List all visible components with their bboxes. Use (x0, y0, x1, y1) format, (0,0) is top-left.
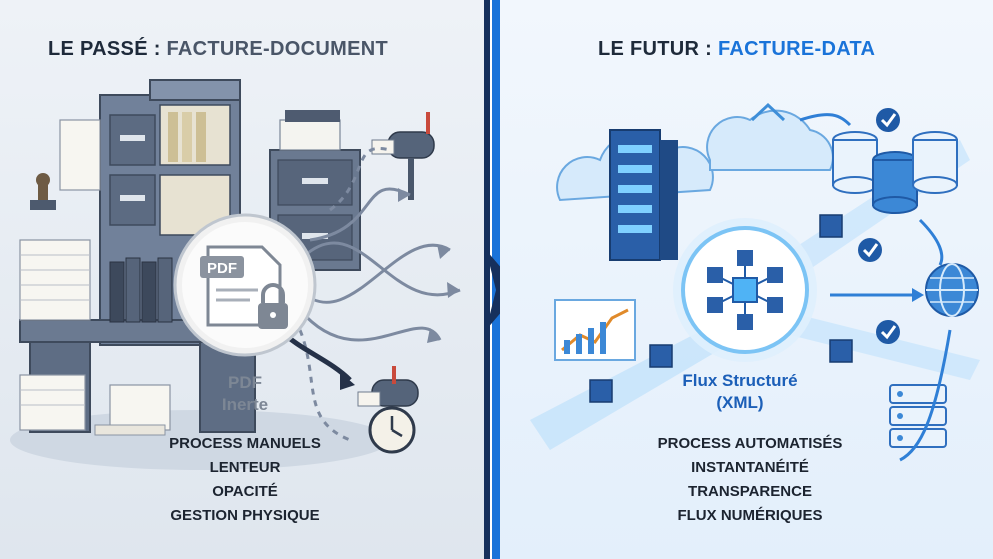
future-title-prefix: LE FUTUR : (598, 38, 718, 60)
list-item: TRANSPARENCE (688, 483, 812, 500)
data-cubes-icon (589, 214, 853, 403)
server-tower-icon (609, 129, 678, 261)
future-title-highlight: FACTURE-DATA (717, 38, 876, 60)
past-characteristics-list: PROCESS MANUELS LENTEUR OPACITÉ GESTION … (150, 432, 340, 528)
xml-node-icon (673, 218, 817, 362)
database-icon (832, 131, 958, 214)
list-item: OPACITÉ (212, 483, 278, 500)
past-title-prefix: LE PASSÉ : (48, 38, 167, 60)
list-item: PROCESS AUTOMATISÉS (657, 435, 843, 452)
past-panel: PDF LE PASSÉ : FACTURE-DOCUMENT PDF Iner… (0, 0, 490, 559)
pdf-caption: PDF Inerte (205, 372, 285, 416)
clock-icon (368, 406, 416, 454)
pdf-icon-label: PDF (207, 260, 237, 277)
stamp-icon (30, 173, 56, 210)
future-illustration (530, 102, 980, 462)
past-illustration: PDF (10, 79, 461, 470)
mailbox-top-icon (371, 112, 435, 200)
pdf-caption-line2: Inerte (221, 395, 269, 414)
past-title: LE PASSÉ : FACTURE-DOCUMENT (48, 38, 388, 61)
list-item: INSTANTANÉITÉ (691, 459, 809, 476)
list-item: GESTION PHYSIQUE (170, 507, 320, 524)
globe-icon (925, 263, 979, 317)
flow-arrows-icon (799, 113, 952, 462)
list-item: FLUX NUMÉRIQUES (677, 507, 823, 524)
paper-stacks-icon (19, 119, 171, 436)
analytics-chart-icon (554, 299, 636, 361)
future-title: LE FUTUR : FACTURE-DATA (598, 38, 875, 61)
pdf-lock-icon: PDF (173, 213, 317, 357)
binders-icon (109, 257, 173, 323)
list-item: PROCESS MANUELS (169, 435, 321, 452)
mailbox-bottom-icon (357, 366, 419, 407)
flux-caption-line2: (XML) (716, 393, 764, 412)
future-characteristics-list: PROCESS AUTOMATISÉS INSTANTANÉITÉ TRANSP… (630, 432, 870, 528)
flux-caption: Flux Structuré (XML) (660, 370, 820, 414)
check-badge-icon (858, 108, 900, 344)
pdf-caption-line1: PDF (228, 373, 262, 392)
list-item: LENTEUR (209, 459, 281, 476)
past-title-highlight: FACTURE-DOCUMENT (166, 38, 388, 60)
tangled-arrows-icon (278, 147, 461, 442)
future-panel: Flux Structuré (XML) PROCESS AUTOMATISÉS… (500, 0, 993, 559)
flux-caption-line1: Flux Structuré (682, 371, 798, 390)
cloud-icon (556, 102, 834, 202)
